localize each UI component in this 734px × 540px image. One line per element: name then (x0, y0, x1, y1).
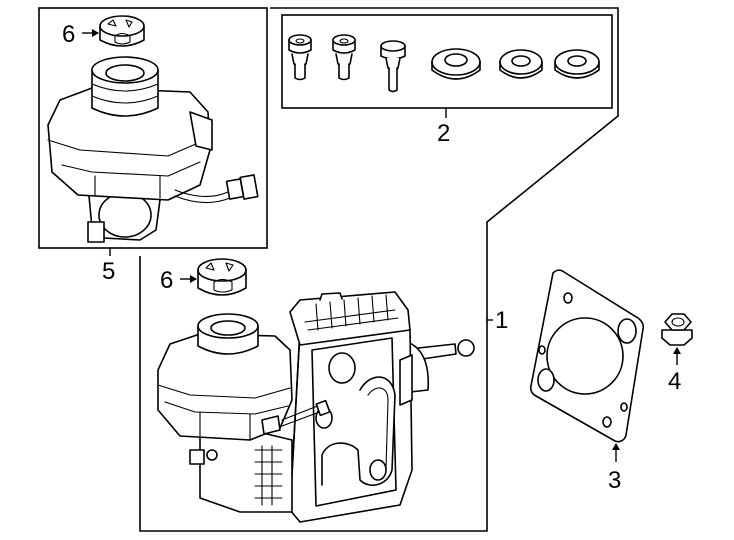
nut-part-4[interactable] (661, 313, 693, 346)
arrowhead-6-top (92, 29, 99, 37)
hardware-kit-part-2[interactable] (288, 34, 600, 93)
callout-1: 1 (495, 307, 508, 334)
callout-3: 3 (608, 467, 621, 494)
reservoir-cap-part-6-top[interactable] (99, 15, 145, 47)
mounting-bolt-3 (380, 40, 406, 93)
grommet-3 (554, 49, 600, 79)
gasket-part-3[interactable] (529, 269, 645, 443)
callout-5: 5 (102, 258, 115, 285)
arrowhead-4 (673, 347, 681, 354)
callout-2: 2 (437, 120, 450, 147)
callout-6-top: 6 (62, 21, 75, 48)
callout-4: 4 (668, 368, 681, 395)
hardware-kit-frame (281, 14, 613, 109)
mounting-stud-2 (332, 34, 356, 81)
brake-booster-assembly-part-1[interactable] (157, 291, 475, 523)
reservoir-detail-frame (38, 7, 268, 249)
arrowhead-6-mid (190, 275, 197, 283)
grommet-2 (499, 49, 543, 79)
callout-6-mid: 6 (160, 267, 173, 294)
arrowhead-3 (612, 443, 620, 450)
mounting-stud-1 (288, 34, 312, 81)
grommet-1 (431, 48, 481, 80)
reservoir-cap-part-6-mid[interactable] (197, 258, 247, 296)
reservoir-assembly-part-5[interactable] (47, 56, 259, 243)
main-assembly-frame (139, 7, 619, 532)
